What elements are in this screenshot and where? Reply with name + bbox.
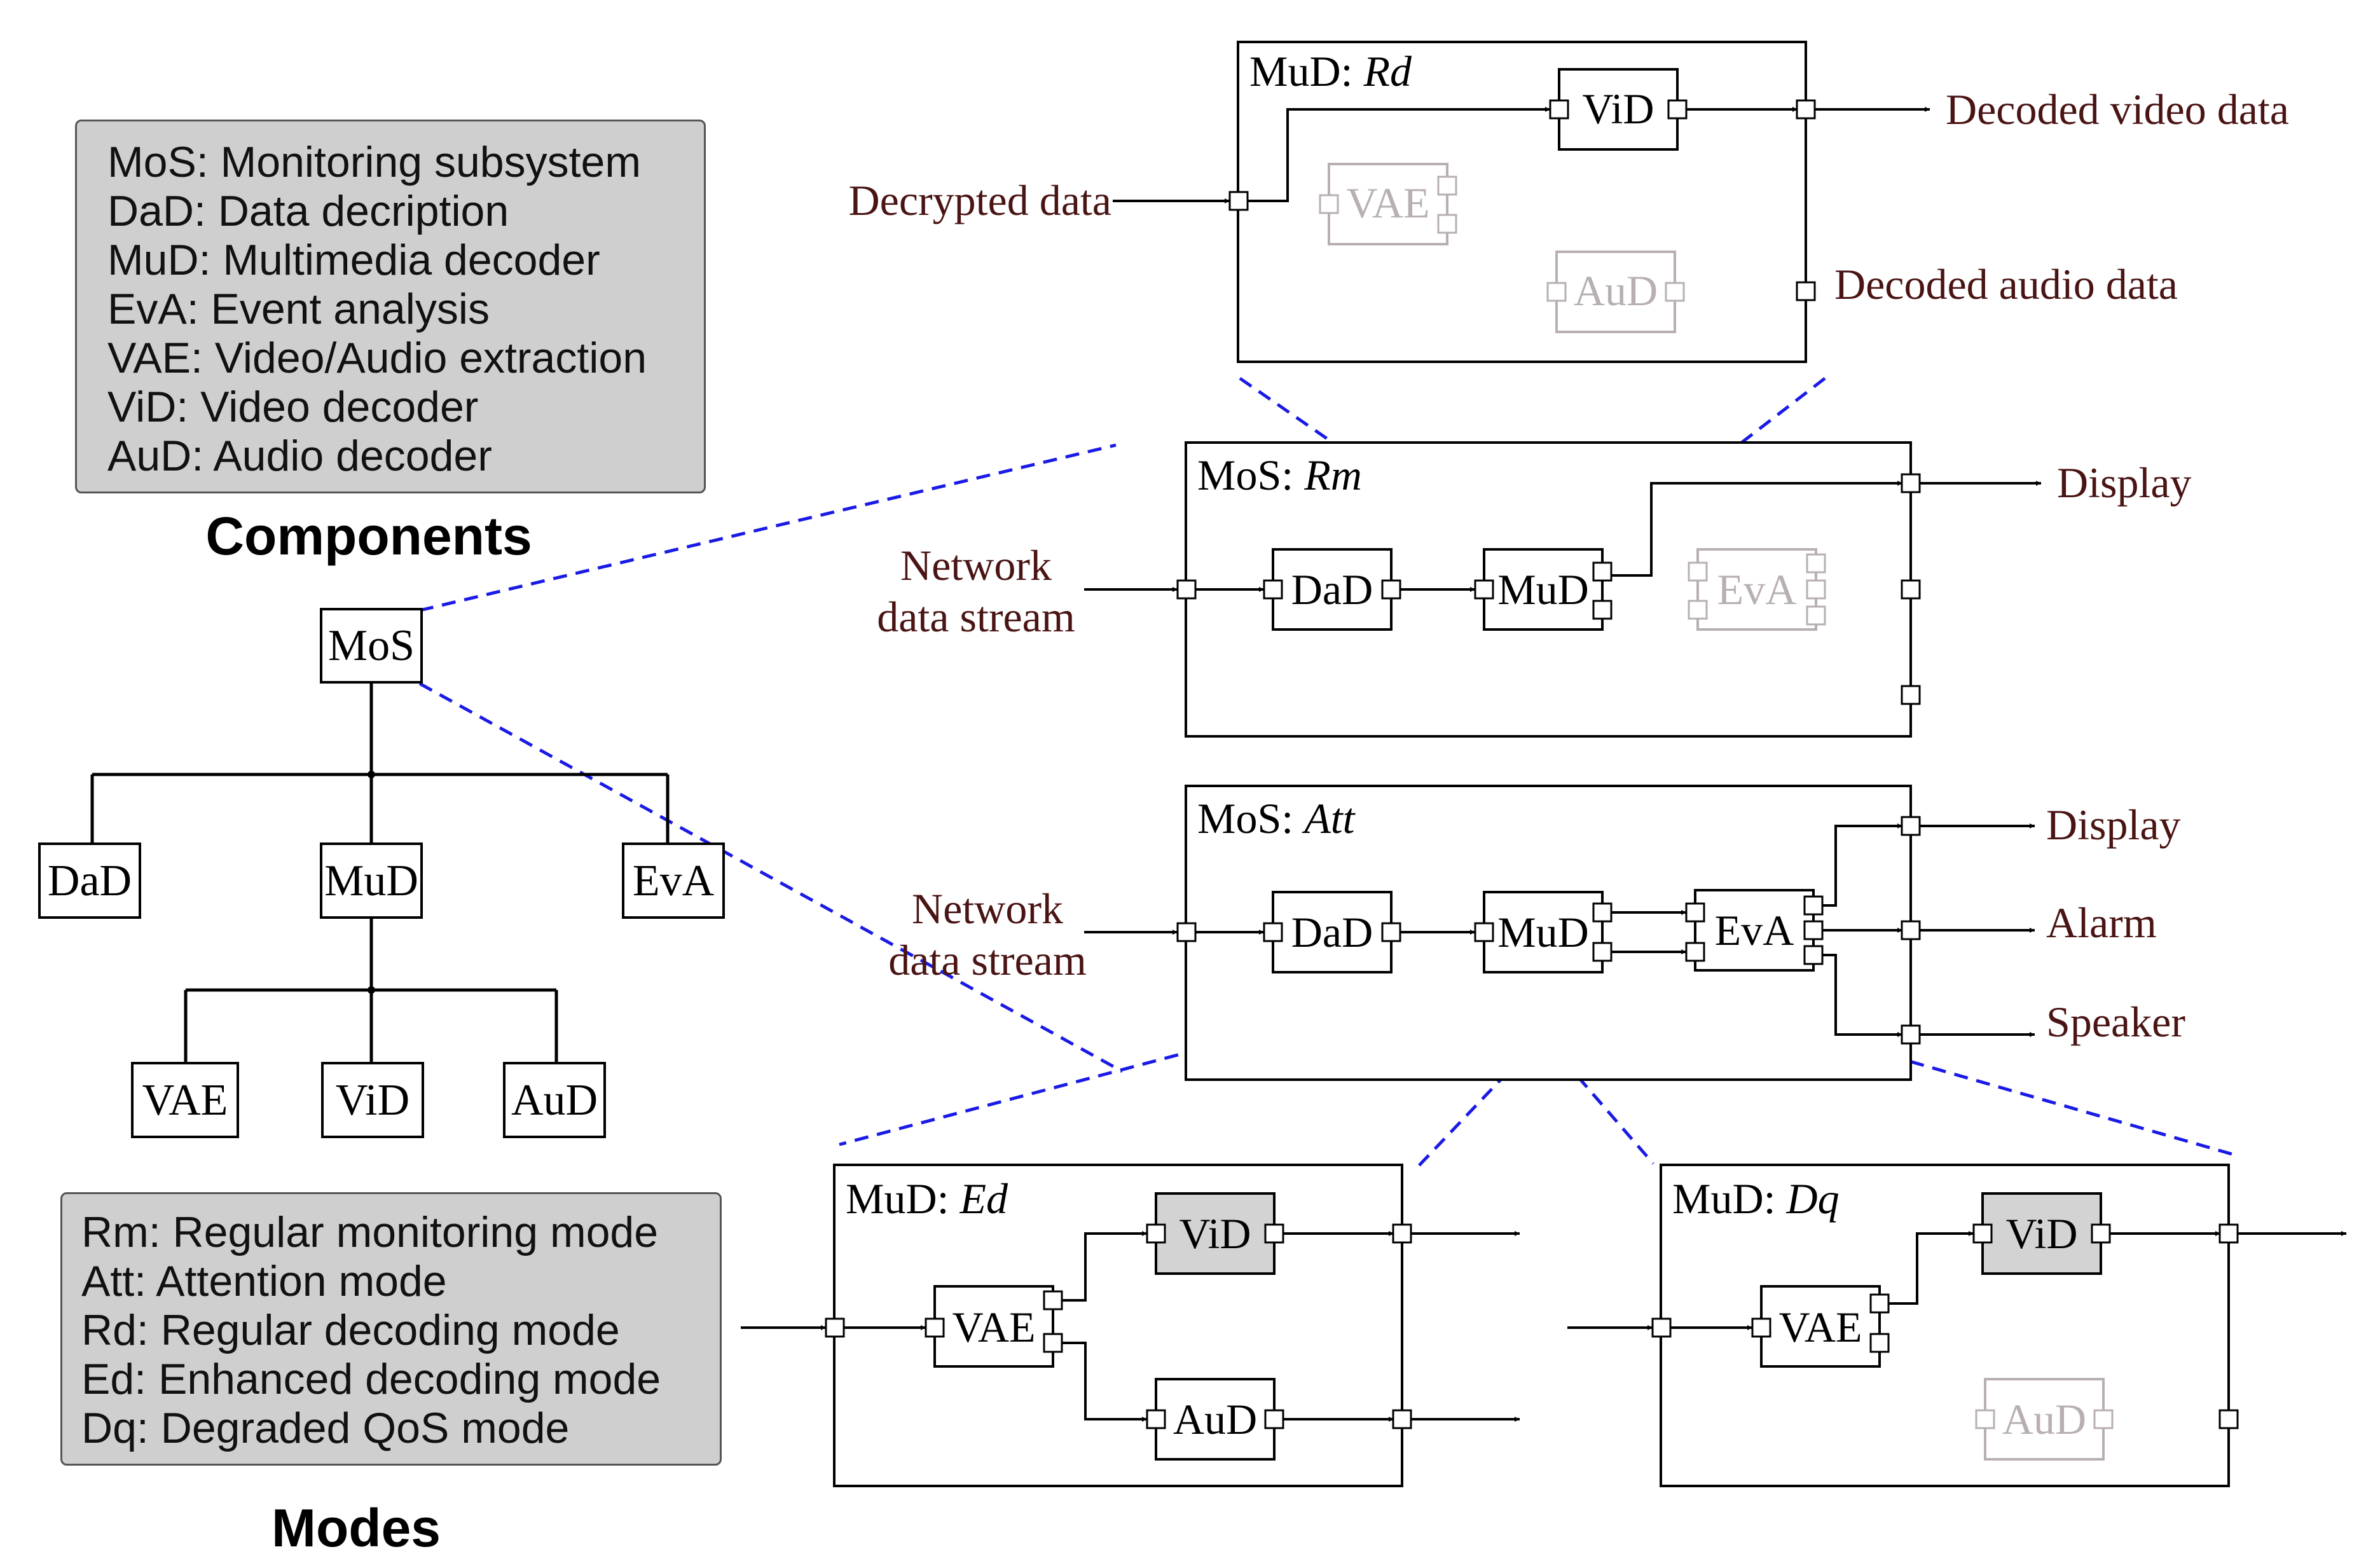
mode-att-output-alarm: Alarm: [2046, 898, 2157, 947]
mode-dq-aud: AuD: [2002, 1395, 2086, 1443]
mode-ed-mode: Ed: [959, 1174, 1008, 1223]
mode-att-eva: EvA: [1715, 906, 1794, 954]
legend-item-eva: EvA: Event analysis: [107, 285, 490, 333]
svg-text:MuD: Rd: MuD: Rd: [1249, 47, 1412, 95]
mode-rd-component: MuD:: [1249, 47, 1352, 95]
mode-att-component: MoS:: [1197, 794, 1293, 842]
tree-label-mud: MuD: [324, 856, 418, 905]
mode-att-input-label-2: data stream: [888, 936, 1087, 984]
mode-rm-dad: DaD: [1291, 565, 1373, 614]
tree-label-mos: MoS: [328, 621, 415, 670]
mode-ed-vae: VAE: [953, 1303, 1036, 1351]
mode-rd-vae: VAE: [1347, 179, 1430, 227]
mode-att-output-display: Display: [2046, 801, 2181, 849]
legend-item-ed: Ed: Enhanced decoding mode: [81, 1355, 661, 1403]
mode-dq-vae: VAE: [1779, 1303, 1862, 1351]
mode-rd-video-output-label: Decoded video data: [1946, 85, 2289, 134]
mode-rm-mud: MuD: [1497, 565, 1589, 614]
mode-dq-mode: Dq: [1785, 1174, 1839, 1223]
mode-rm-panel: MoS: Rm DaD MuD EvA: [877, 441, 2192, 738]
mode-rm-input-label-1: Network: [900, 541, 1052, 589]
legend-item-dq: Dq: Degraded QoS mode: [81, 1404, 570, 1452]
legend-item-mos: MoS: Monitoring subsystem: [107, 138, 641, 186]
mode-rd-vid: ViD: [1582, 85, 1654, 133]
modes-legend: Rm: Regular monitoring mode Att: Attenti…: [60, 1192, 722, 1466]
mode-att-input-label-1: Network: [912, 884, 1063, 933]
tree-node-mos: MoS: [320, 608, 423, 684]
mode-rd-panel: MuD: Rd ViD VAE AuD Decrypted data D: [849, 41, 2289, 363]
tree-node-vid: ViD: [321, 1062, 424, 1138]
svg-text:MuD: Dq: MuD: Dq: [1672, 1174, 1840, 1223]
legend-item-mud: MuD: Multimedia decoder: [107, 236, 600, 284]
mode-rm-output-display: Display: [2057, 458, 2192, 507]
mode-rd-mode: Rd: [1363, 47, 1412, 95]
mode-att-dad: DaD: [1291, 908, 1373, 956]
svg-text:MoS: Rm: MoS: Rm: [1197, 451, 1362, 499]
tree-node-mud: MuD: [320, 842, 423, 919]
components-caption: Components: [205, 506, 532, 566]
tree-label-vid: ViD: [336, 1076, 409, 1125]
legend-item-vid: ViD: Video decoder: [107, 383, 479, 431]
tree-node-eva: EvA: [622, 842, 725, 919]
tree-label-vae: VAE: [142, 1076, 228, 1125]
components-legend: MoS: Monitoring subsystem DaD: Data decr…: [75, 120, 706, 493]
component-tree: [90, 682, 670, 1063]
mode-rd-audio-output-label: Decoded audio data: [1834, 260, 2178, 308]
mode-rd-input-label: Decrypted data: [849, 176, 1111, 224]
tree-node-dad: DaD: [38, 842, 141, 919]
svg-text:MoS: Att: MoS: Att: [1197, 794, 1356, 842]
tree-label-aud: AuD: [511, 1076, 598, 1125]
mode-dq-panel: MuD: Dq VAE ViD AuD: [1567, 1164, 2346, 1487]
mode-rd-aud: AuD: [1574, 266, 1658, 315]
legend-item-rm: Rm: Regular monitoring mode: [81, 1208, 659, 1256]
mode-att-output-speaker: Speaker: [2046, 998, 2185, 1046]
mode-rm-eva: EvA: [1717, 565, 1797, 614]
mode-att-mode: Att: [1302, 794, 1356, 842]
mode-att-mud: MuD: [1497, 908, 1589, 956]
mode-dq-vid: ViD: [2005, 1209, 2077, 1258]
tree-label-eva: EvA: [633, 856, 715, 905]
modes-caption: Modes: [271, 1498, 441, 1558]
mode-rm-input-label-2: data stream: [877, 593, 1075, 641]
legend-item-att: Att: Attention mode: [81, 1257, 447, 1305]
mode-ed-component: MuD:: [846, 1174, 949, 1223]
mode-att-panel: MoS: Att DaD MuD EvA: [888, 785, 2185, 1081]
mode-ed-panel: MuD: Ed VAE ViD AuD: [741, 1164, 1520, 1487]
tree-node-aud: AuD: [503, 1062, 606, 1138]
legend-item-aud: AuD: Audio decoder: [107, 432, 492, 480]
mode-ed-aud: AuD: [1173, 1395, 1257, 1443]
legend-item-rd: Rd: Regular decoding mode: [81, 1306, 620, 1354]
mode-ed-vid: ViD: [1179, 1209, 1251, 1258]
mode-rm-mode: Rm: [1303, 451, 1362, 499]
tree-node-vae: VAE: [131, 1062, 239, 1138]
svg-text:MuD: Ed: MuD: Ed: [846, 1174, 1008, 1223]
legend-item-vae: VAE: Video/Audio extraction: [107, 334, 647, 382]
tree-label-dad: DaD: [48, 856, 132, 905]
legend-item-dad: DaD: Data decription: [107, 187, 509, 235]
mode-dq-component: MuD:: [1672, 1174, 1775, 1223]
mode-rm-component: MoS:: [1197, 451, 1293, 499]
